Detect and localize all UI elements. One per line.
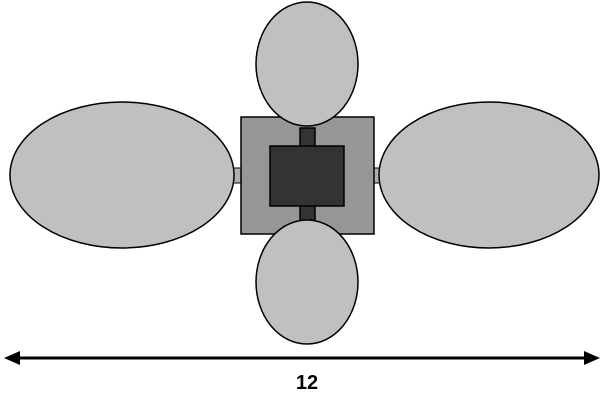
top-stem bbox=[299, 127, 316, 149]
left-lobe bbox=[9, 101, 235, 249]
right-arrowhead bbox=[584, 351, 600, 365]
bottom-lobe bbox=[255, 219, 359, 345]
core-square bbox=[269, 145, 345, 207]
dimension-arrow bbox=[4, 351, 600, 365]
left-arrowhead bbox=[4, 351, 20, 365]
dimension-label: 12 bbox=[296, 372, 318, 394]
right-lobe bbox=[378, 101, 600, 249]
top-lobe bbox=[255, 1, 359, 127]
